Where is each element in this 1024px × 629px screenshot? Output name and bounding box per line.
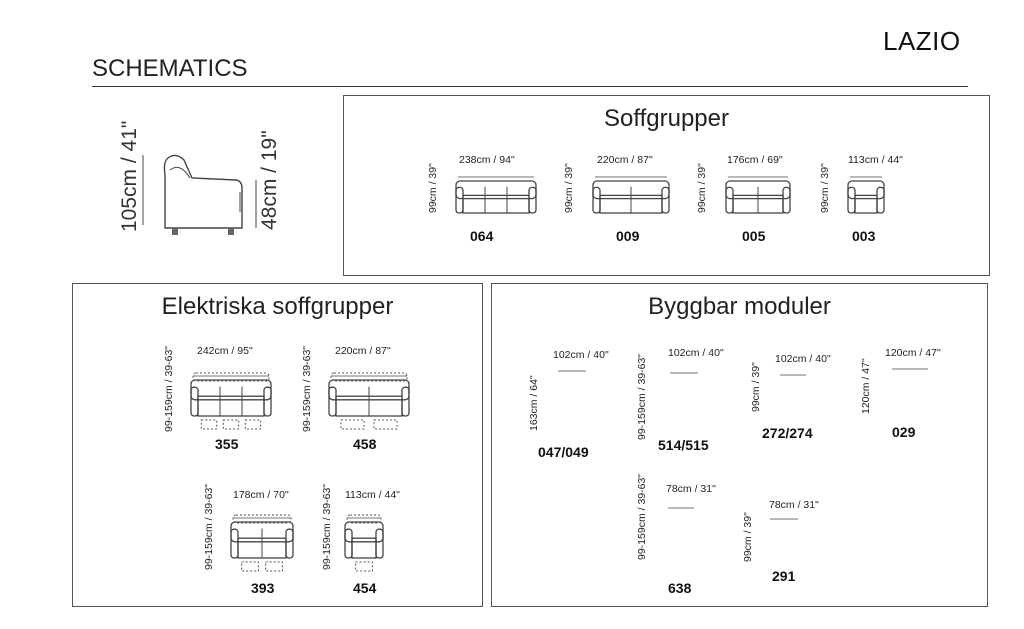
height-dimension: 99cm / 39" (427, 163, 439, 213)
model-code: 638 (668, 580, 692, 596)
sofa-outline-icon (780, 374, 806, 376)
width-dimension: 242cm / 95" (197, 345, 253, 357)
width-dimension: 178cm / 70" (233, 489, 289, 501)
model-code: 454 (353, 580, 377, 596)
model-code: 514/515 (658, 437, 709, 453)
sofa-outline-icon (455, 176, 537, 214)
height-dimension: 99-159cm / 39-63" (321, 483, 333, 570)
model-code: 029 (892, 424, 916, 440)
width-dimension: 102cm / 40" (775, 353, 831, 365)
sofa-outline-icon (328, 372, 410, 430)
height-dimension: 99cm / 39" (750, 362, 762, 412)
height-dimension: 120cm / 47" (860, 358, 872, 414)
sofa-side-profile-icon (142, 154, 257, 235)
height-dimension: 99cm / 39" (696, 163, 708, 213)
seat-height-dimension: 48cm / 19" (258, 130, 281, 230)
model-code: 393 (251, 580, 275, 596)
width-dimension: 220cm / 87" (597, 154, 653, 166)
model-code: 005 (742, 228, 766, 244)
sofa-outline-icon (770, 518, 798, 520)
brand-name: LAZIO (883, 26, 961, 56)
model-code: 009 (616, 228, 640, 244)
width-dimension: 220cm / 87" (335, 345, 391, 357)
width-dimension: 113cm / 44" (848, 154, 903, 166)
sofa-outline-icon (847, 176, 885, 214)
width-dimension: 102cm / 40" (668, 347, 724, 359)
sofa-outline-icon (892, 368, 928, 370)
height-dimension: 99-159cm / 39-63" (203, 483, 215, 570)
height-dimension: 99cm / 39" (819, 163, 831, 213)
width-dimension: 120cm / 47" (885, 347, 941, 359)
width-dimension: 78cm / 31" (769, 499, 819, 511)
height-dimension: 99-159cm / 39-63" (636, 473, 648, 560)
sofa-outline-icon (725, 176, 791, 214)
width-dimension: 113cm / 44" (345, 489, 400, 501)
sofa-outline-icon (668, 507, 694, 509)
width-dimension: 238cm / 94" (459, 154, 515, 166)
width-dimension: 176cm / 69" (727, 154, 783, 166)
soffgrupper-panel: Soffgrupper 238cm / 94" 99cm / 39" 064 220c… (343, 95, 990, 276)
height-dimension: 99-159cm / 39-63" (163, 345, 175, 432)
model-code: 291 (772, 568, 796, 584)
model-code: 458 (353, 436, 377, 452)
title-divider (92, 86, 968, 87)
height-dimension: 99cm / 39" (742, 512, 754, 562)
sofa-outline-icon (592, 176, 670, 214)
page-title: SCHEMATICS (92, 55, 248, 82)
model-code: 047/049 (538, 444, 589, 460)
model-code: 355 (215, 436, 239, 452)
byggbar-title: Byggbar moduler (648, 293, 831, 320)
height-dimension: 99-159cm / 39-63" (301, 345, 313, 432)
byggbar-panel: Byggbar moduler 102cm / 40" 163cm / 64" 04… (491, 283, 988, 607)
width-dimension: 102cm / 40" (553, 349, 609, 361)
sofa-outline-icon (230, 514, 294, 572)
elektriska-title: Elektriska soffgrupper (161, 293, 394, 320)
width-dimension: 78cm / 31" (666, 483, 716, 495)
sofa-outline-icon (670, 372, 698, 374)
height-dimension: 163cm / 64" (528, 375, 540, 431)
model-code: 272/274 (762, 425, 813, 441)
soffgrupper-title: Soffgrupper (604, 105, 729, 132)
side-view-diagram: 105cm / 41" 48cm / 19" (110, 100, 290, 250)
sofa-outline-icon (558, 370, 586, 372)
model-code: 064 (470, 228, 494, 244)
sofa-outline-icon (190, 372, 272, 430)
height-dimension: 99-159cm / 39-63" (636, 353, 648, 440)
model-code: 003 (852, 228, 876, 244)
elektriska-panel: Elektriska soffgrupper 242cm / 95" 99-159… (72, 283, 483, 607)
sofa-outline-icon (344, 514, 384, 572)
height-dimension: 99cm / 39" (563, 163, 575, 213)
